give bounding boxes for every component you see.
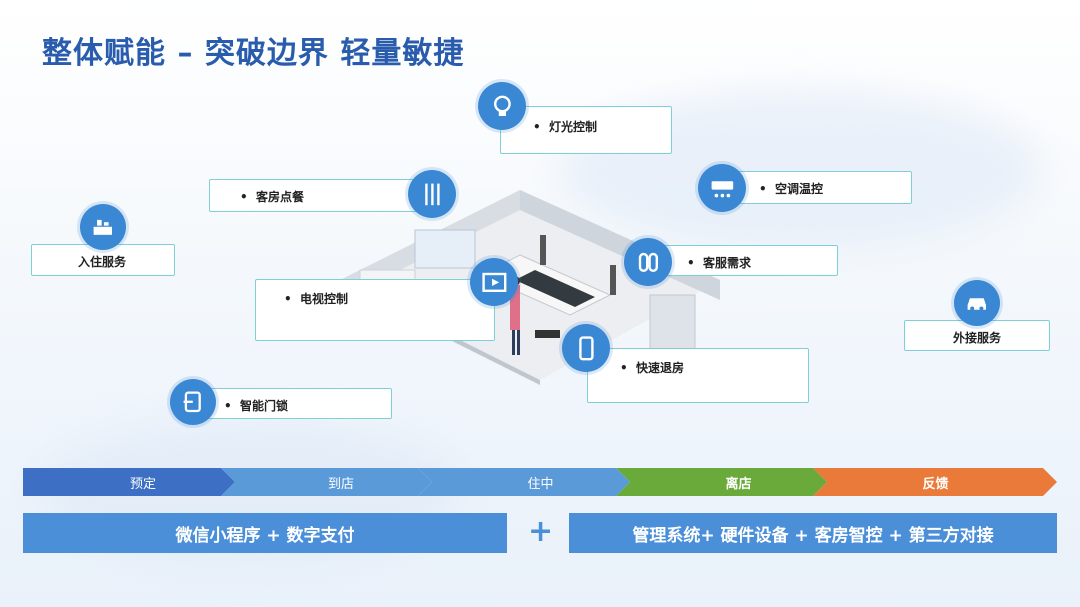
card-label: 智能门锁 — [240, 399, 289, 413]
plus-sign: + — [528, 514, 554, 549]
stage-label: 反馈 — [922, 476, 949, 492]
stage-arrow-arrival — [221, 468, 432, 496]
card-label: 电视控制 — [300, 292, 349, 306]
card-label: 灯光控制 — [549, 120, 598, 134]
air-conditioner-icon — [698, 164, 746, 212]
slippers-icon — [624, 238, 672, 286]
bullet: • — [240, 190, 248, 204]
stage-arrow-stay — [418, 468, 630, 496]
stage-label: 到店 — [327, 476, 354, 492]
card-label: 快速退房 — [636, 361, 685, 375]
card-label: 客房点餐 — [256, 190, 305, 204]
smartphone-icon — [562, 324, 610, 372]
bullet: • — [620, 361, 628, 375]
card-service-request: • 客服需求 — [648, 245, 838, 276]
card-quick-checkout: • 快速退房 — [587, 348, 809, 403]
bullet: • — [759, 182, 767, 196]
card-tv-control: • 电视控制 — [255, 279, 495, 341]
card-room-dining: • 客房点餐 — [209, 179, 427, 212]
door-lock-icon — [170, 379, 216, 425]
card-ac-control: • 空调温控 — [722, 171, 912, 204]
card-smart-lock: • 智能门锁 — [193, 388, 392, 419]
light-bulb-icon — [478, 82, 526, 130]
card-label: 客服需求 — [703, 256, 752, 270]
card-label: 空调温控 — [775, 182, 824, 196]
bullet: • — [533, 120, 541, 134]
bullet: • — [687, 256, 695, 270]
card-label: 外接服务 — [953, 331, 1002, 345]
card-pickup-service: 外接服务 — [904, 320, 1050, 351]
stage-arrow-departure — [616, 468, 827, 496]
stage-arrow-booking — [23, 468, 235, 496]
bottom-box-left: 微信小程序 + 数字支付 — [23, 513, 507, 553]
stage-label: 住中 — [527, 476, 554, 492]
front-desk-icon — [80, 204, 126, 250]
bottom-box-right: 管理系统+ 硬件设备 + 客房智控 + 第三方对接 — [569, 513, 1057, 553]
video-play-icon — [470, 258, 518, 306]
page-title: 整体赋能 – 突破边界 轻量敏捷 — [42, 36, 465, 71]
stage-arrow-feedback — [813, 468, 1057, 496]
stage-label: 预定 — [129, 476, 156, 492]
card-light-control: • 灯光控制 — [500, 106, 672, 154]
cutlery-icon — [408, 170, 456, 218]
car-icon — [954, 280, 1000, 326]
stage-label: 离店 — [725, 476, 752, 492]
stage-arrow-bar — [23, 468, 1057, 496]
bullet: • — [284, 292, 292, 306]
card-label: 入住服务 — [78, 255, 127, 269]
bullet: • — [224, 399, 232, 413]
